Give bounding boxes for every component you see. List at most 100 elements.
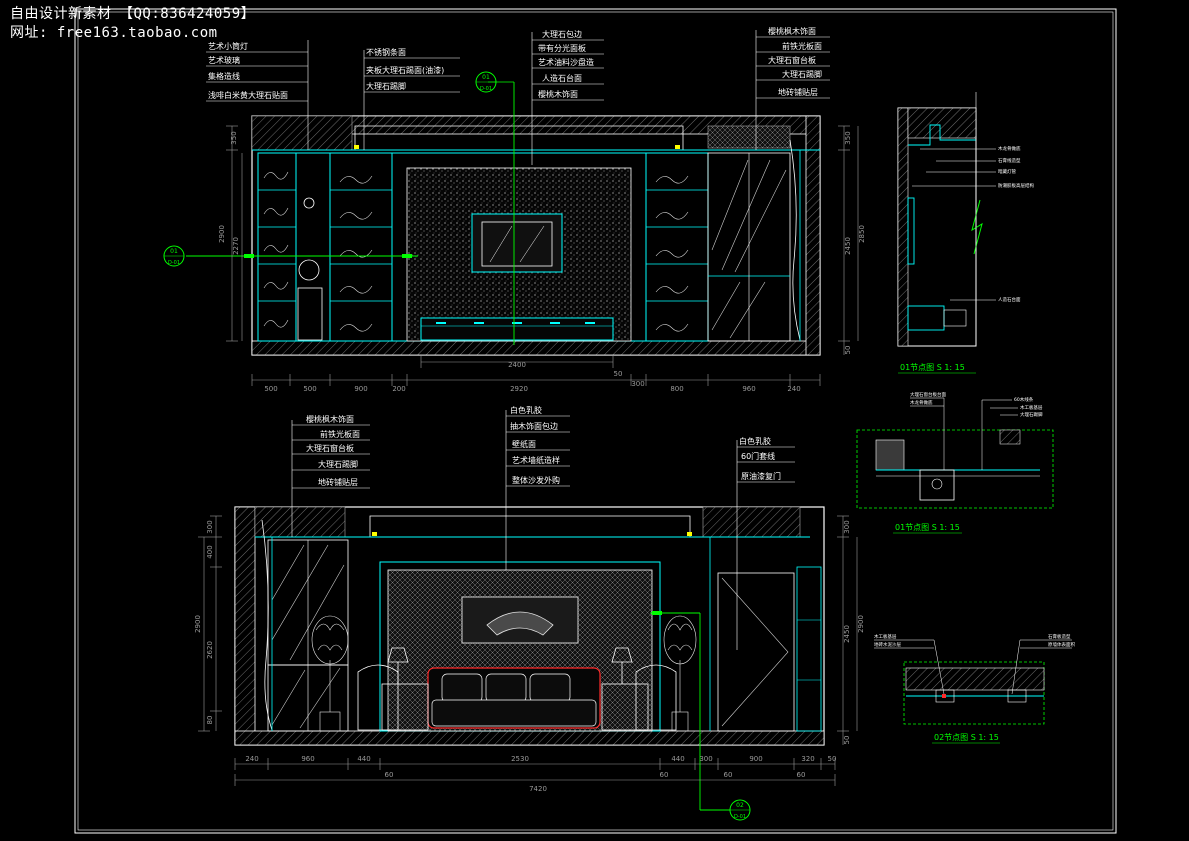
elev1-dim-right-0: 350 <box>844 131 852 144</box>
elev2-dim-right-3: 50 <box>843 736 851 745</box>
elev1-callout-left-2: 集格造线 <box>208 71 240 81</box>
elev1-section-mark-a: 01 <box>170 248 178 255</box>
elev2-section-sub: D-01 <box>734 814 746 820</box>
elevation-2: 02 D-01 樱桃枫木饰面 前铁光板面 大理石窗台板 大理石踢脚 地砖铺贴层 … <box>194 405 865 821</box>
watermark-line-1: 自由设计新素材 【QQ:836424059】 <box>10 6 256 22</box>
elev2-callout-left-2: 大理石窗台板 <box>306 443 354 453</box>
detail1-label-3: 防潮胶板高层结构 <box>998 182 1034 189</box>
elev2-dim-bottom-8: 50 <box>828 755 837 763</box>
elev1-callout-mid-1: 夹板大理石踢面(油漆) <box>366 65 444 75</box>
detail2-label-4: 大理石踢脚 <box>1020 411 1043 418</box>
elev2-dim-total: 7420 <box>529 785 547 793</box>
elev2-callout-left-1: 前铁光板面 <box>320 429 360 439</box>
elev1-dim-inner: 2400 <box>508 361 526 369</box>
sheet-border-inner <box>77 11 1114 831</box>
elev1-callout-right-3: 大理石踢脚 <box>782 69 822 79</box>
elev2-dim-left-2: 2900 <box>194 615 202 633</box>
elev2-callout-right-2: 原油漆复门 <box>741 471 781 481</box>
elev2-dim-left-0: 300 <box>206 520 214 533</box>
elev1-dim-tv: 50 <box>614 370 623 378</box>
elev2-dim-bottom-7: 320 <box>801 755 814 763</box>
elev2-dim-right-1: 2900 <box>857 615 865 633</box>
elev1-callout-center-0: 大理石包边 <box>542 29 582 39</box>
elev1-dim-bottom-7: 960 <box>742 385 755 393</box>
detail2-label-3: 木工板基层 <box>1020 404 1043 411</box>
detail2-title: 01节点图 S 1: 15 <box>895 523 960 532</box>
elev2-callout-center-0: 白色乳胶 <box>510 405 542 415</box>
elev1-dim-bottom-2: 900 <box>354 385 367 393</box>
elev2-dim-bottom-1: 960 <box>301 755 314 763</box>
detail3-label-0: 木工板基层 <box>874 633 897 640</box>
elev1-section-mark-b: 01 <box>482 74 490 81</box>
elev2-dim-left-3: 2620 <box>206 641 214 659</box>
elev2-dim-right-0: 300 <box>843 520 851 533</box>
elev1-section-sub-b: D-01 <box>480 86 492 92</box>
detail3-label-1: 地砖水泥沙层 <box>874 641 901 648</box>
elev1-dim-right-2: 2850 <box>858 225 866 243</box>
elev2-dim-left-4: 80 <box>206 716 214 725</box>
watermark-line-2: 网址: free163.taobao.com <box>10 25 218 41</box>
elev1-dim-bottom-1: 500 <box>303 385 316 393</box>
elev1-dim-right-1: 2450 <box>844 237 852 255</box>
elev1-dim-bottom-5: 300 <box>631 380 644 388</box>
detail1-label-4: 人造石台面 <box>998 296 1021 303</box>
elev2-callout-left-0: 樱桃枫木饰面 <box>306 414 354 424</box>
elev2-dim-bottom-3: 2530 <box>511 755 529 763</box>
elev2-callout-center-2: 壁纸面 <box>512 439 536 449</box>
detail1-title: 01节点图 S 1: 15 <box>900 363 965 372</box>
elev1-callout-center-2: 艺术油料沙盘造 <box>538 57 594 67</box>
elev1-callout-right-0: 樱桃枫木饰面 <box>768 26 816 36</box>
elev1-callout-center-1: 带有分光面板 <box>538 43 586 53</box>
elev1-callout-center-3: 人造石台面 <box>542 73 582 83</box>
detail1-label-1: 石膏线造型 <box>998 157 1021 164</box>
elev2-dim-bottom-5: 300 <box>699 755 712 763</box>
elev2-dim-sub-1: 60 <box>660 771 669 779</box>
elev2-callout-left-4: 地砖铺贴层 <box>318 477 358 487</box>
elev1-callout-right-1: 前铁光板面 <box>782 41 822 51</box>
detail1-label-0: 木龙骨做底 <box>998 145 1021 152</box>
elev1-dim-left-1: 2900 <box>218 225 226 243</box>
detail2-label-0: 大理石窗台板台面 <box>910 391 946 398</box>
detail3-label-3: 原墙体表面积 <box>1048 641 1075 648</box>
elev1-dim-bottom-4: 2920 <box>510 385 528 393</box>
elev2-callout-center-3: 艺术墙纸造样 <box>512 455 560 465</box>
elev2-callout-left-3: 大理石踢脚 <box>318 459 358 469</box>
elev1-callout-left-3: 浅啡白米黄大理石贴面 <box>208 90 288 100</box>
detail2-label-1: 木龙骨做底 <box>910 399 933 406</box>
elev1-callout-left-1: 艺术玻璃 <box>208 55 240 65</box>
elev2-callout-right-0: 白色乳胶 <box>739 436 771 446</box>
elev2-callout-right-1: 60门套线 <box>741 451 775 461</box>
elevation-1: 01 D-01 01 D-01 艺术小筒灯 艺术玻璃 <box>163 26 866 393</box>
elev1-dim-left-0: 350 <box>230 131 238 144</box>
elev2-dim-bottom-2: 440 <box>357 755 370 763</box>
detail3-label-2: 石膏板造型 <box>1048 633 1071 640</box>
elev1-callout-center-4: 樱桃木饰面 <box>538 89 578 99</box>
detail-3: 木工板基层 地砖水泥沙层 石膏板造型 原墙体表面积 02节点图 S 1: 15 <box>874 633 1075 744</box>
elev2-callout-center-1: 抽木饰面包边 <box>510 421 558 431</box>
elev2-dim-left-1: 400 <box>206 545 214 558</box>
detail1-label-2: 暗藏灯管 <box>998 168 1016 175</box>
elev1-callout-mid-2: 大理石踢脚 <box>366 81 406 91</box>
elev1-callout-right-4: 地砖铺贴层 <box>778 87 818 97</box>
elev2-dim-bottom-6: 900 <box>749 755 762 763</box>
elev1-section-sub-a: D-01 <box>168 260 180 266</box>
elev1-dim-bottom-0: 500 <box>264 385 277 393</box>
elev1-dim-bottom-8: 240 <box>787 385 800 393</box>
elev1-callout-mid-0: 不锈钢条面 <box>366 47 406 57</box>
sheet-border <box>74 8 1117 834</box>
elev2-section-mark: 02 <box>736 802 744 809</box>
elev2-dim-sub-3: 60 <box>797 771 806 779</box>
elev2-dim-sub-2: 60 <box>724 771 733 779</box>
detail2-label-2: 60木线条 <box>1014 396 1034 403</box>
elev1-dim-right-3: 50 <box>844 346 852 355</box>
elev2-dim-bottom-0: 240 <box>245 755 258 763</box>
elev2-callout-center-4: 整体沙发外购 <box>512 475 560 485</box>
elev2-dim-bottom-4: 440 <box>671 755 684 763</box>
detail-1: 木龙骨做底 石膏线造型 暗藏灯管 防潮胶板高层结构 人造石台面 01节点图 S … <box>897 92 1034 374</box>
elev2-dim-sub-0: 60 <box>385 771 394 779</box>
elev1-callout-right-2: 大理石窗台板 <box>768 55 816 65</box>
elev1-dim-left-2: 2270 <box>232 237 240 255</box>
elev1-callout-left-0: 艺术小筒灯 <box>208 41 248 51</box>
elev1-dim-bottom-6: 800 <box>670 385 683 393</box>
